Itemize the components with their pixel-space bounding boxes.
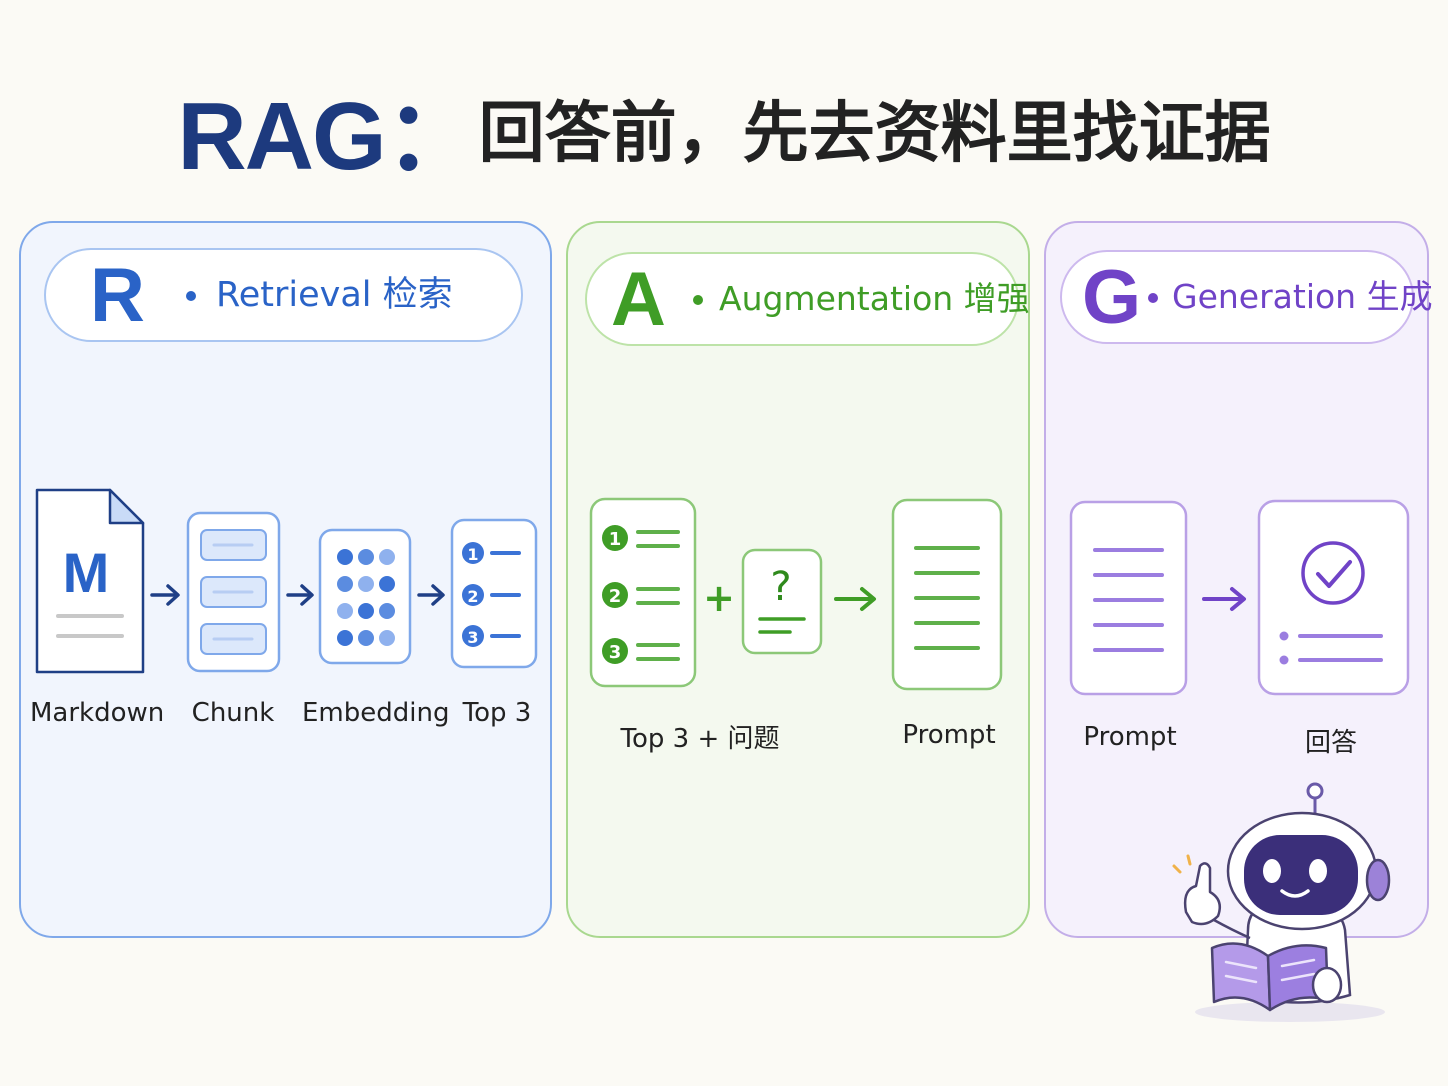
embedding-dot — [337, 549, 353, 565]
prompt-lines-icon — [1069, 500, 1188, 696]
chunk-stack-icon — [186, 511, 281, 673]
embedding-dot — [358, 630, 374, 646]
step-caption: Markdown — [30, 698, 165, 728]
embedding-dot — [358, 549, 374, 565]
embedding-dot — [379, 576, 395, 592]
augmentation-letter: A — [611, 257, 666, 342]
step-caption: Embedding — [302, 698, 450, 728]
rank-number: 2 — [467, 587, 478, 606]
step-caption: 回答 — [1304, 728, 1357, 758]
arrow-icon — [150, 584, 180, 606]
question-card-icon: ? — [741, 548, 823, 655]
embedding-dot — [337, 603, 353, 619]
question-mark: ? — [770, 564, 791, 610]
step-caption: Prompt — [902, 720, 996, 750]
step-caption: Top 3 — [462, 698, 532, 728]
embedding-dot — [337, 576, 353, 592]
rank-number: 3 — [467, 628, 478, 647]
arrow-icon — [834, 587, 876, 611]
step-caption: Chunk — [191, 698, 275, 728]
robot-reading-book-icon — [1172, 782, 1391, 1022]
rank-number: 1 — [609, 529, 622, 550]
arrow-icon — [417, 584, 445, 606]
doc-letter: M — [63, 541, 110, 604]
generation-dot — [1148, 293, 1158, 303]
generation-label: Generation 生成 — [1172, 277, 1433, 316]
rank-number: 3 — [609, 642, 622, 663]
embedding-dot — [358, 576, 374, 592]
embedding-dot — [358, 603, 374, 619]
page-title: RAG：回答前，先去资料里找证据 — [0, 58, 1448, 197]
retrieval-letter: R — [90, 253, 145, 338]
checkmark-answer-icon — [1257, 499, 1410, 696]
retrieval-header: R Retrieval 检索 — [44, 248, 523, 342]
generation-header: G Generation 生成 — [1060, 250, 1433, 344]
title-prefix: RAG： — [177, 83, 480, 190]
rank-number: 2 — [609, 586, 622, 607]
embedding-dot — [379, 630, 395, 646]
vector-grid-icon — [318, 528, 412, 665]
generation-letter: G — [1082, 255, 1142, 340]
step-caption: Prompt — [1083, 722, 1177, 752]
augmentation-label: Augmentation 增强 — [719, 279, 1030, 318]
augmentation-header: A Augmentation 增强 — [585, 252, 1030, 346]
augmentation-dot — [693, 295, 703, 305]
arrow-icon — [286, 584, 314, 606]
arrow-icon — [1202, 587, 1246, 611]
embedding-dot — [337, 630, 353, 646]
embedding-dot — [379, 549, 395, 565]
rank-number: 1 — [467, 545, 478, 564]
plus-icon: + — [703, 576, 735, 620]
step-caption: Top 3 + 问题 — [620, 724, 780, 754]
retrieval-dot — [186, 291, 196, 301]
ranked-list-icon: 1 2 3 — [450, 518, 538, 669]
embedding-dot — [379, 603, 395, 619]
title-text: 回答前，先去资料里找证据 — [478, 94, 1271, 172]
retrieval-label: Retrieval 检索 — [216, 275, 453, 315]
ranked-list-icon: 1 2 3 — [589, 497, 697, 688]
markdown-document-icon: M — [35, 488, 145, 674]
prompt-lines-icon — [891, 498, 1003, 691]
